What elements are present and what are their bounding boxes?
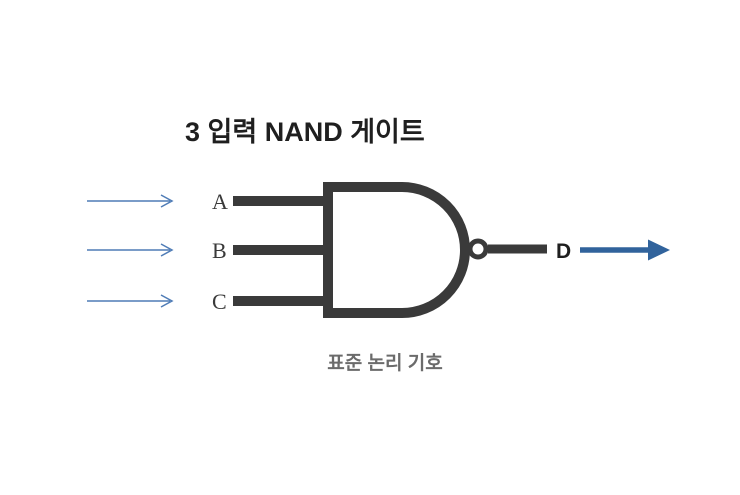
not-bubble-icon — [467, 238, 489, 260]
input-row-a: A — [87, 189, 330, 214]
diagram-caption: 표준 논리 기호 — [327, 352, 442, 374]
thick-right-arrow-icon — [580, 239, 670, 261]
thick-right-arrow-head — [648, 239, 670, 261]
thin-right-arrow-head-icon — [160, 194, 174, 208]
input-row-b: B — [87, 238, 330, 263]
output-label: D — [556, 240, 571, 263]
diagram-title: 3 입력 NAND 게이트 — [185, 117, 425, 147]
input-label-c: C — [212, 289, 227, 314]
thin-right-arrow-head-icon — [160, 294, 174, 308]
input-label-b: B — [212, 238, 227, 263]
input-row-c: C — [87, 289, 330, 314]
nand-gate-body — [323, 182, 470, 318]
thin-right-arrow-head-icon — [160, 243, 174, 257]
input-label-a: A — [212, 189, 228, 214]
